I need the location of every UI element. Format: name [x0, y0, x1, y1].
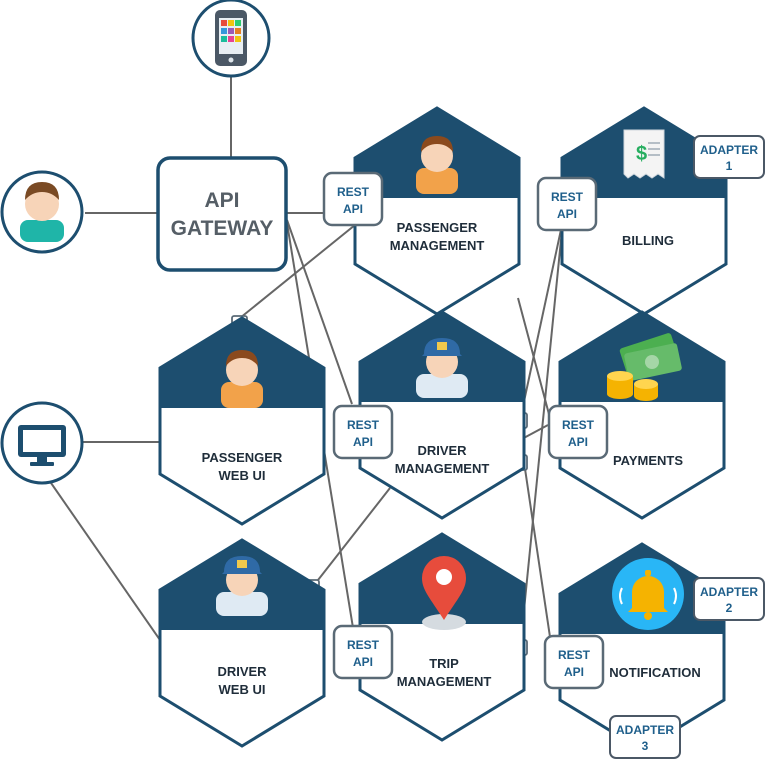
adapter-1[interactable]: ADAPTER 1	[693, 135, 765, 179]
rest-label: REST	[347, 638, 380, 652]
adapter-number: 2	[726, 601, 733, 615]
service-label-1: DRIVER	[217, 664, 267, 679]
service-payments[interactable]: PAYMENTS	[558, 310, 726, 520]
api-label: API	[353, 655, 373, 669]
service-trip-management[interactable]: TRIP MANAGEMENT	[358, 532, 526, 742]
api-gateway-label-2: GATEWAY	[171, 217, 274, 240]
service-label-2: MANAGEMENT	[395, 461, 490, 476]
service-driver-management[interactable]: DRIVER MANAGEMENT	[358, 310, 526, 520]
service-label-1: PAYMENTS	[613, 453, 683, 468]
rest-api-box-passenger-management[interactable]: REST API	[322, 171, 384, 227]
service-label-2: WEB UI	[219, 468, 266, 483]
rest-api-box-payments[interactable]: REST API	[547, 404, 609, 460]
bell-icon	[612, 558, 684, 630]
service-label-1: PASSENGER	[202, 450, 283, 465]
smartphone-icon	[215, 10, 247, 66]
api-label: API	[557, 207, 577, 221]
rest-label: REST	[551, 190, 584, 204]
person-icon	[20, 182, 64, 242]
service-label-2: MANAGEMENT	[397, 674, 492, 689]
adapter-3[interactable]: ADAPTER 3	[609, 715, 681, 759]
service-notification[interactable]: NOTIFICATION	[558, 542, 726, 752]
service-label-1: NOTIFICATION	[609, 665, 700, 680]
service-passenger-web-ui[interactable]: PASSENGER WEB UI	[158, 316, 326, 526]
svg-text:$: $	[636, 143, 647, 165]
rest-label: REST	[558, 648, 591, 662]
desktop-monitor-icon	[18, 425, 66, 466]
service-label-1: PASSENGER	[397, 220, 478, 235]
adapter-label: ADAPTER	[616, 723, 674, 737]
rest-label: REST	[337, 185, 370, 199]
api-label: API	[353, 435, 373, 449]
adapter-number: 3	[642, 739, 649, 753]
adapter-number: 1	[726, 159, 733, 173]
api-label: API	[564, 665, 584, 679]
rest-api-box-notification[interactable]: REST API	[543, 634, 605, 690]
rest-api-box-driver-management[interactable]: REST API	[332, 404, 394, 460]
rest-api-box-billing[interactable]: REST API	[536, 176, 598, 232]
service-label-1: DRIVER	[417, 443, 467, 458]
api-gateway[interactable]: API GATEWAY	[156, 156, 288, 272]
adapter-label: ADAPTER	[700, 585, 758, 599]
money-icon	[607, 333, 682, 401]
api-label: API	[343, 202, 363, 216]
rest-label: REST	[562, 418, 595, 432]
api-gateway-label-1: API	[204, 189, 239, 212]
api-label: API	[568, 435, 588, 449]
adapter-2[interactable]: ADAPTER 2	[693, 577, 765, 621]
service-passenger-management[interactable]: PASSENGER MANAGEMENT	[353, 106, 521, 316]
receipt-icon: $	[623, 129, 665, 179]
service-billing[interactable]: $ BILLING	[560, 106, 728, 316]
smartphone-client	[191, 0, 271, 78]
rest-api-box-trip-management[interactable]: REST API	[332, 624, 394, 680]
service-driver-web-ui[interactable]: DRIVER WEB UI	[158, 538, 326, 748]
service-label-2: WEB UI	[219, 682, 266, 697]
rest-label: REST	[347, 418, 380, 432]
service-label-1: TRIP	[429, 656, 459, 671]
desktop-client	[0, 401, 84, 485]
service-label-1: BILLING	[622, 233, 674, 248]
user-client	[0, 170, 84, 254]
service-label-2: MANAGEMENT	[390, 238, 485, 253]
map-pin-icon	[422, 556, 466, 630]
adapter-label: ADAPTER	[700, 143, 758, 157]
